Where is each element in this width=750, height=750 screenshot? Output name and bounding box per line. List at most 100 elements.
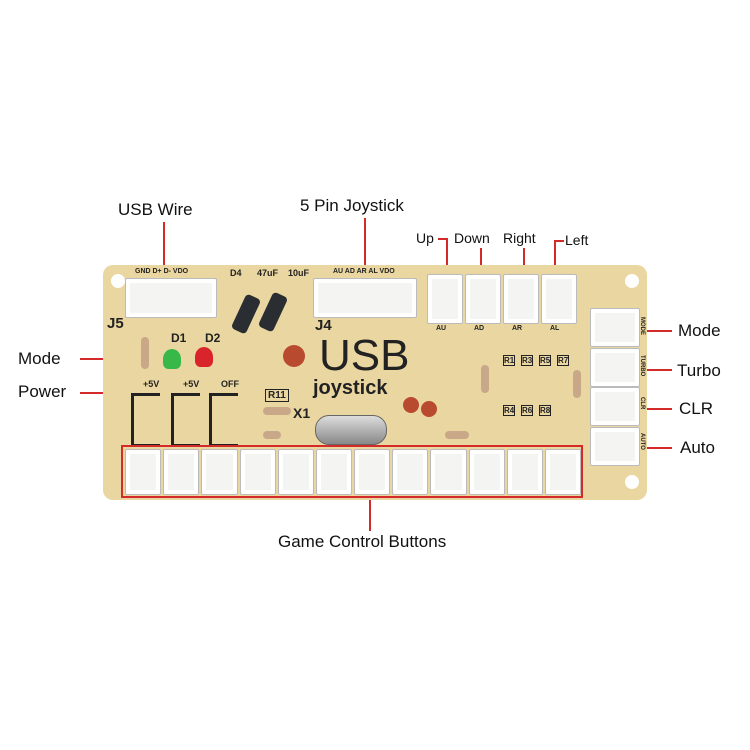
callout-mode: Mode	[678, 321, 721, 340]
jumper-outline	[131, 393, 160, 447]
usb-wire-connector	[125, 278, 217, 318]
r7-label: R7	[557, 355, 570, 366]
j5-pin-labels: GND D+ D- VDO	[135, 268, 189, 275]
mount-hole	[111, 274, 125, 288]
callout-left: Left	[565, 232, 589, 248]
board-title: USB	[319, 331, 410, 380]
clr-connector	[590, 387, 640, 426]
r8-label: R8	[539, 405, 552, 416]
resistor	[263, 407, 291, 415]
game-button-connector	[354, 449, 391, 495]
callout-down: Down	[454, 230, 490, 246]
r3-label: R3	[521, 355, 534, 366]
game-button-connector	[430, 449, 467, 495]
clr-silk: CLR	[639, 397, 645, 410]
auto-connector	[590, 427, 640, 466]
leader-line	[369, 499, 371, 531]
d2-label: D2	[205, 331, 221, 345]
d1-label: D1	[171, 331, 187, 345]
leader-line	[438, 238, 447, 240]
j4-label: J4	[315, 317, 332, 334]
plus5v-label: +5V	[183, 379, 200, 389]
leader-line	[640, 330, 672, 332]
callout-right: Right	[503, 230, 536, 246]
game-button-connector	[201, 449, 238, 495]
callout-up: Up	[416, 230, 434, 246]
ceramic-capacitor	[283, 345, 305, 367]
board-subtitle: joystick	[313, 377, 388, 399]
plus5v-label: +5V	[143, 379, 160, 389]
game-button-connector	[468, 449, 505, 495]
joystick-connector	[313, 278, 417, 318]
r4-label: R4	[503, 405, 516, 416]
r5-label: R5	[539, 355, 552, 366]
mode-connector	[590, 308, 640, 347]
resistor	[481, 365, 489, 393]
resistor	[263, 431, 281, 439]
callout-game-control-buttons: Game Control Buttons	[278, 532, 447, 551]
leader-line	[554, 240, 556, 274]
callout-turbo: Turbo	[677, 361, 721, 380]
game-button-connector	[277, 449, 314, 495]
mount-hole	[625, 274, 639, 288]
game-button-connector	[392, 449, 429, 495]
resistor	[445, 431, 469, 439]
up-connector	[427, 274, 463, 324]
ar-label: AR	[512, 325, 523, 332]
resistor	[573, 370, 581, 398]
r1-label: R1	[503, 355, 516, 366]
turbo-connector	[590, 348, 640, 387]
resistor	[141, 337, 149, 369]
leader-line	[640, 408, 672, 410]
callout-clr: CLR	[679, 399, 714, 418]
callout-usb-wire: USB Wire	[118, 200, 193, 219]
game-button-connector	[163, 449, 200, 495]
x1-label: X1	[293, 405, 311, 421]
leader-line	[364, 218, 366, 280]
down-connector	[465, 274, 501, 324]
leader-line	[640, 369, 672, 371]
callout-power: Power	[18, 382, 67, 401]
game-button-connector	[315, 449, 353, 495]
ceramic-capacitor	[403, 397, 419, 413]
crystal-oscillator	[315, 415, 387, 445]
turbo-silk: TURBO	[639, 355, 645, 377]
al-label: AL	[550, 325, 560, 332]
capacitor	[257, 291, 289, 333]
leader-line	[446, 238, 448, 274]
game-button-connectors	[125, 449, 582, 495]
game-button-connector	[239, 449, 276, 495]
mount-hole	[625, 475, 639, 489]
cap1-label: 47uF	[257, 268, 279, 278]
leader-line	[640, 447, 672, 449]
callout-mode-led: Mode	[18, 349, 61, 368]
green-led	[163, 349, 181, 369]
game-buttons-highlight	[121, 445, 583, 498]
leader-line	[163, 222, 165, 280]
pcb-board: GND D+ D- VDO J5 AU AD AR AL VDO J4 D4 4…	[103, 265, 647, 500]
auto-silk: AUTO	[639, 433, 645, 450]
left-connector	[541, 274, 577, 324]
d4-label: D4	[230, 268, 242, 278]
capacitor	[230, 293, 262, 335]
callout-5-pin-joystick: 5 Pin Joystick	[300, 196, 404, 215]
leader-line	[480, 248, 482, 274]
mode-silk: MODE	[639, 317, 645, 335]
game-button-connector	[506, 449, 543, 495]
r6-label: R6	[521, 405, 534, 416]
leader-line	[555, 240, 564, 242]
game-button-connector	[125, 449, 162, 495]
off-label: OFF	[221, 379, 239, 389]
ad-label: AD	[474, 325, 485, 332]
jumper-outline	[209, 393, 238, 447]
game-button-connector	[544, 449, 582, 495]
r11-label: R11	[265, 389, 289, 402]
j4-pin-labels: AU AD AR AL VDO	[333, 268, 395, 275]
j5-label: J5	[107, 315, 124, 332]
right-connector	[503, 274, 539, 324]
callout-auto: Auto	[680, 438, 715, 457]
au-label: AU	[436, 325, 447, 332]
jumper-outline	[171, 393, 200, 447]
cap2-label: 10uF	[288, 268, 310, 278]
ceramic-capacitor	[421, 401, 437, 417]
